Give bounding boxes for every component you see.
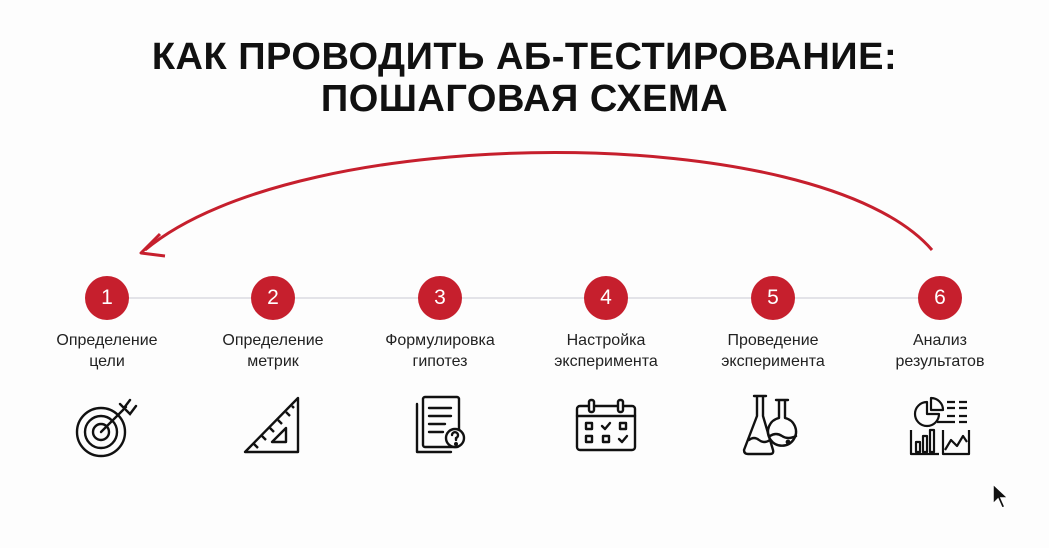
step-number-badge: 5 [751,276,795,320]
step-number-badge: 1 [85,276,129,320]
ruler-triangle-icon [243,396,300,454]
step-number-badge: 4 [584,276,628,320]
step-number-badge: 6 [918,276,962,320]
timeline-line [107,297,940,299]
title-line-2: ПОШАГОВАЯ СХЕМА [320,78,729,120]
calendar-checklist-icon [575,398,637,452]
title-line-1: КАК ПРОВОДИТЬ АБ-ТЕСТИРОВАНИЕ: [151,36,898,78]
flasks-icon [742,394,798,456]
document-question-icon [415,395,466,454]
mouse-cursor-icon [992,482,1010,509]
analytics-charts-icon [909,396,971,456]
step-number-badge: 2 [251,276,295,320]
page-title: КАК ПРОВОДИТЬ АБ-ТЕСТИРОВАНИЕ: ПОШАГОВАЯ… [0,36,1049,120]
target-icon [75,398,138,458]
step-number-badge: 3 [418,276,462,320]
